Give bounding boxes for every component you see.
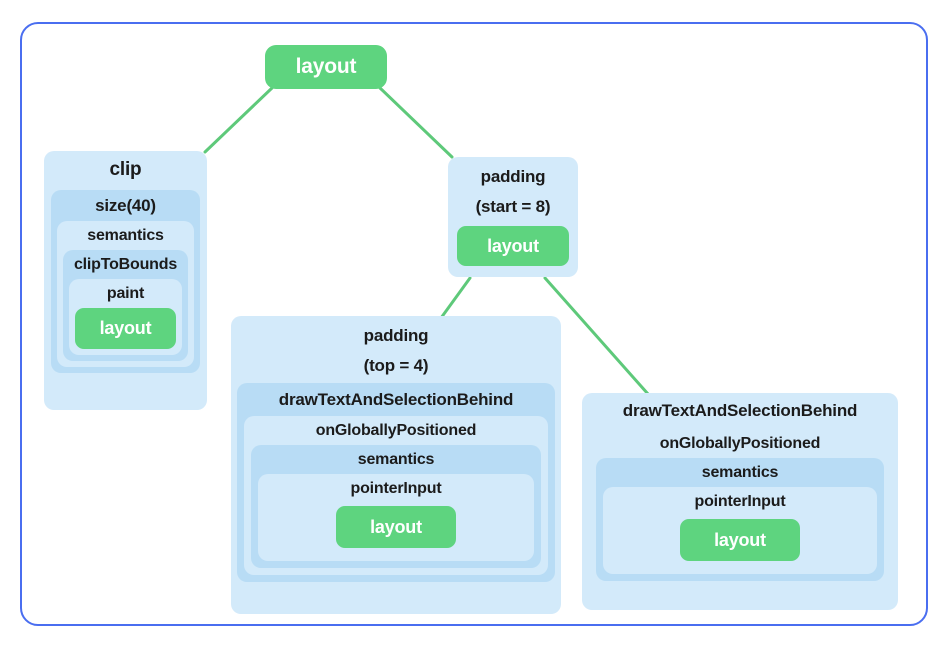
node-layout-leaf[interactable]: layout: [75, 308, 176, 349]
node-label-layout: layout: [487, 236, 539, 256]
diagram-frame-border: [20, 22, 928, 626]
node-root-layout[interactable]: layout: [265, 45, 387, 89]
node-drawtextandselectionbehind[interactable]: drawTextAndSelectionBehind onGloballyPos…: [237, 383, 555, 582]
node-label-size40: size(40): [95, 196, 156, 215]
node-label-padding-param: (start = 8): [475, 197, 551, 216]
node-pointerinput[interactable]: pointerInput layout: [603, 487, 877, 574]
node-label-drawtext: drawTextAndSelectionBehind: [278, 390, 514, 409]
node-label-paint: paint: [106, 285, 145, 302]
node-semantics[interactable]: semantics pointerInput layout: [596, 458, 884, 581]
node-label-padding: padding: [480, 167, 546, 186]
node-cliptobounds[interactable]: clipToBounds paint layout: [63, 250, 188, 361]
node-clip-stack[interactable]: clip size(40) semantics clipToBounds pai…: [44, 151, 207, 410]
node-label-layout: layout: [714, 530, 766, 550]
node-padding-start[interactable]: padding (start = 8) layout: [448, 157, 578, 277]
node-paint[interactable]: paint layout: [69, 279, 182, 355]
node-size40[interactable]: size(40) semantics clipToBounds paint la…: [51, 190, 200, 373]
node-right-drawtextandselectionbehind[interactable]: drawTextAndSelectionBehind onGloballyPos…: [582, 393, 898, 610]
node-label-drawtext: drawTextAndSelectionBehind: [622, 401, 858, 420]
node-label-padding: padding: [363, 326, 429, 345]
node-label-layout: layout: [99, 318, 152, 338]
node-layout-leaf[interactable]: layout: [680, 519, 800, 561]
node-semantics[interactable]: semantics pointerInput layout: [251, 445, 541, 568]
node-semantics[interactable]: semantics clipToBounds paint layout: [57, 221, 194, 367]
node-layout-leaf[interactable]: layout: [336, 506, 456, 548]
node-label: layout: [295, 55, 357, 78]
node-label-pointerinput: pointerInput: [350, 480, 442, 497]
node-label-cliptobounds: clipToBounds: [73, 256, 178, 273]
node-label-clip: clip: [109, 159, 142, 180]
node-layout-leaf[interactable]: layout: [457, 226, 569, 266]
node-label-ongloballypositioned: onGloballyPositioned: [315, 422, 477, 439]
node-ongloballypositioned[interactable]: onGloballyPositioned semantics pointerIn…: [589, 429, 891, 588]
node-ongloballypositioned[interactable]: onGloballyPositioned semantics pointerIn…: [244, 416, 548, 575]
node-label-layout: layout: [370, 517, 422, 537]
node-label-semantics: semantics: [87, 227, 164, 244]
node-label-semantics: semantics: [357, 451, 435, 468]
node-label-pointerinput: pointerInput: [694, 493, 786, 510]
node-pointerinput[interactable]: pointerInput layout: [258, 474, 534, 561]
node-label-padding-param: (top = 4): [363, 356, 429, 375]
node-label-semantics: semantics: [701, 464, 779, 481]
node-padding-top[interactable]: padding (top = 4) drawTextAndSelectionBe…: [231, 316, 561, 614]
node-label-ongloballypositioned: onGloballyPositioned: [659, 435, 821, 452]
